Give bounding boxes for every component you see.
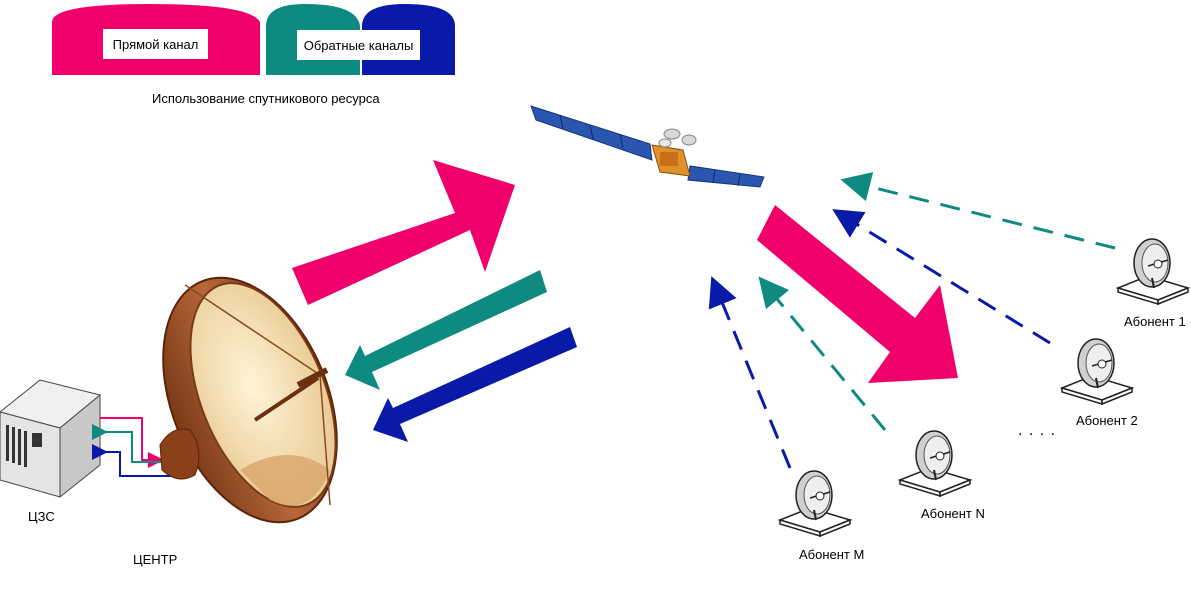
legend-caption: Использование спутникового ресурса [152, 91, 380, 106]
subscriber-dish-1-icon [1115, 238, 1191, 306]
subscriber-dish-m-icon [777, 470, 853, 538]
subscriber-2-label: Абонент 2 [1076, 413, 1138, 428]
return-link-sub2 [832, 209, 1051, 345]
subscriber-1-label: Абонент 1 [1124, 314, 1186, 329]
subscriber-m-label: Абонент M [799, 547, 865, 562]
center-dish-antenna-icon [159, 276, 338, 524]
subscriber-n-label: Абонент N [921, 506, 985, 521]
return-link-sub1 [840, 172, 1116, 250]
subscriber-dish-2-icon [1059, 338, 1135, 406]
subscriber-dish-n-icon [897, 430, 973, 498]
station-cables [92, 417, 182, 477]
satellite-icon [530, 105, 765, 188]
server-icon [0, 379, 102, 499]
return-channels-label: Обратные каналы [297, 30, 420, 60]
forward-channel-label: Прямой канал [103, 29, 208, 59]
forward-downlink-arrow [757, 205, 958, 383]
station-label: ЦЗС [28, 509, 55, 524]
return-arrow-blue [373, 327, 577, 442]
forward-uplink-arrow [292, 160, 515, 305]
return-arrow-teal [345, 270, 547, 390]
center-label: ЦЕНТР [133, 552, 178, 567]
ellipsis-label: . . . . [1018, 422, 1057, 439]
return-link-subM [708, 276, 792, 469]
